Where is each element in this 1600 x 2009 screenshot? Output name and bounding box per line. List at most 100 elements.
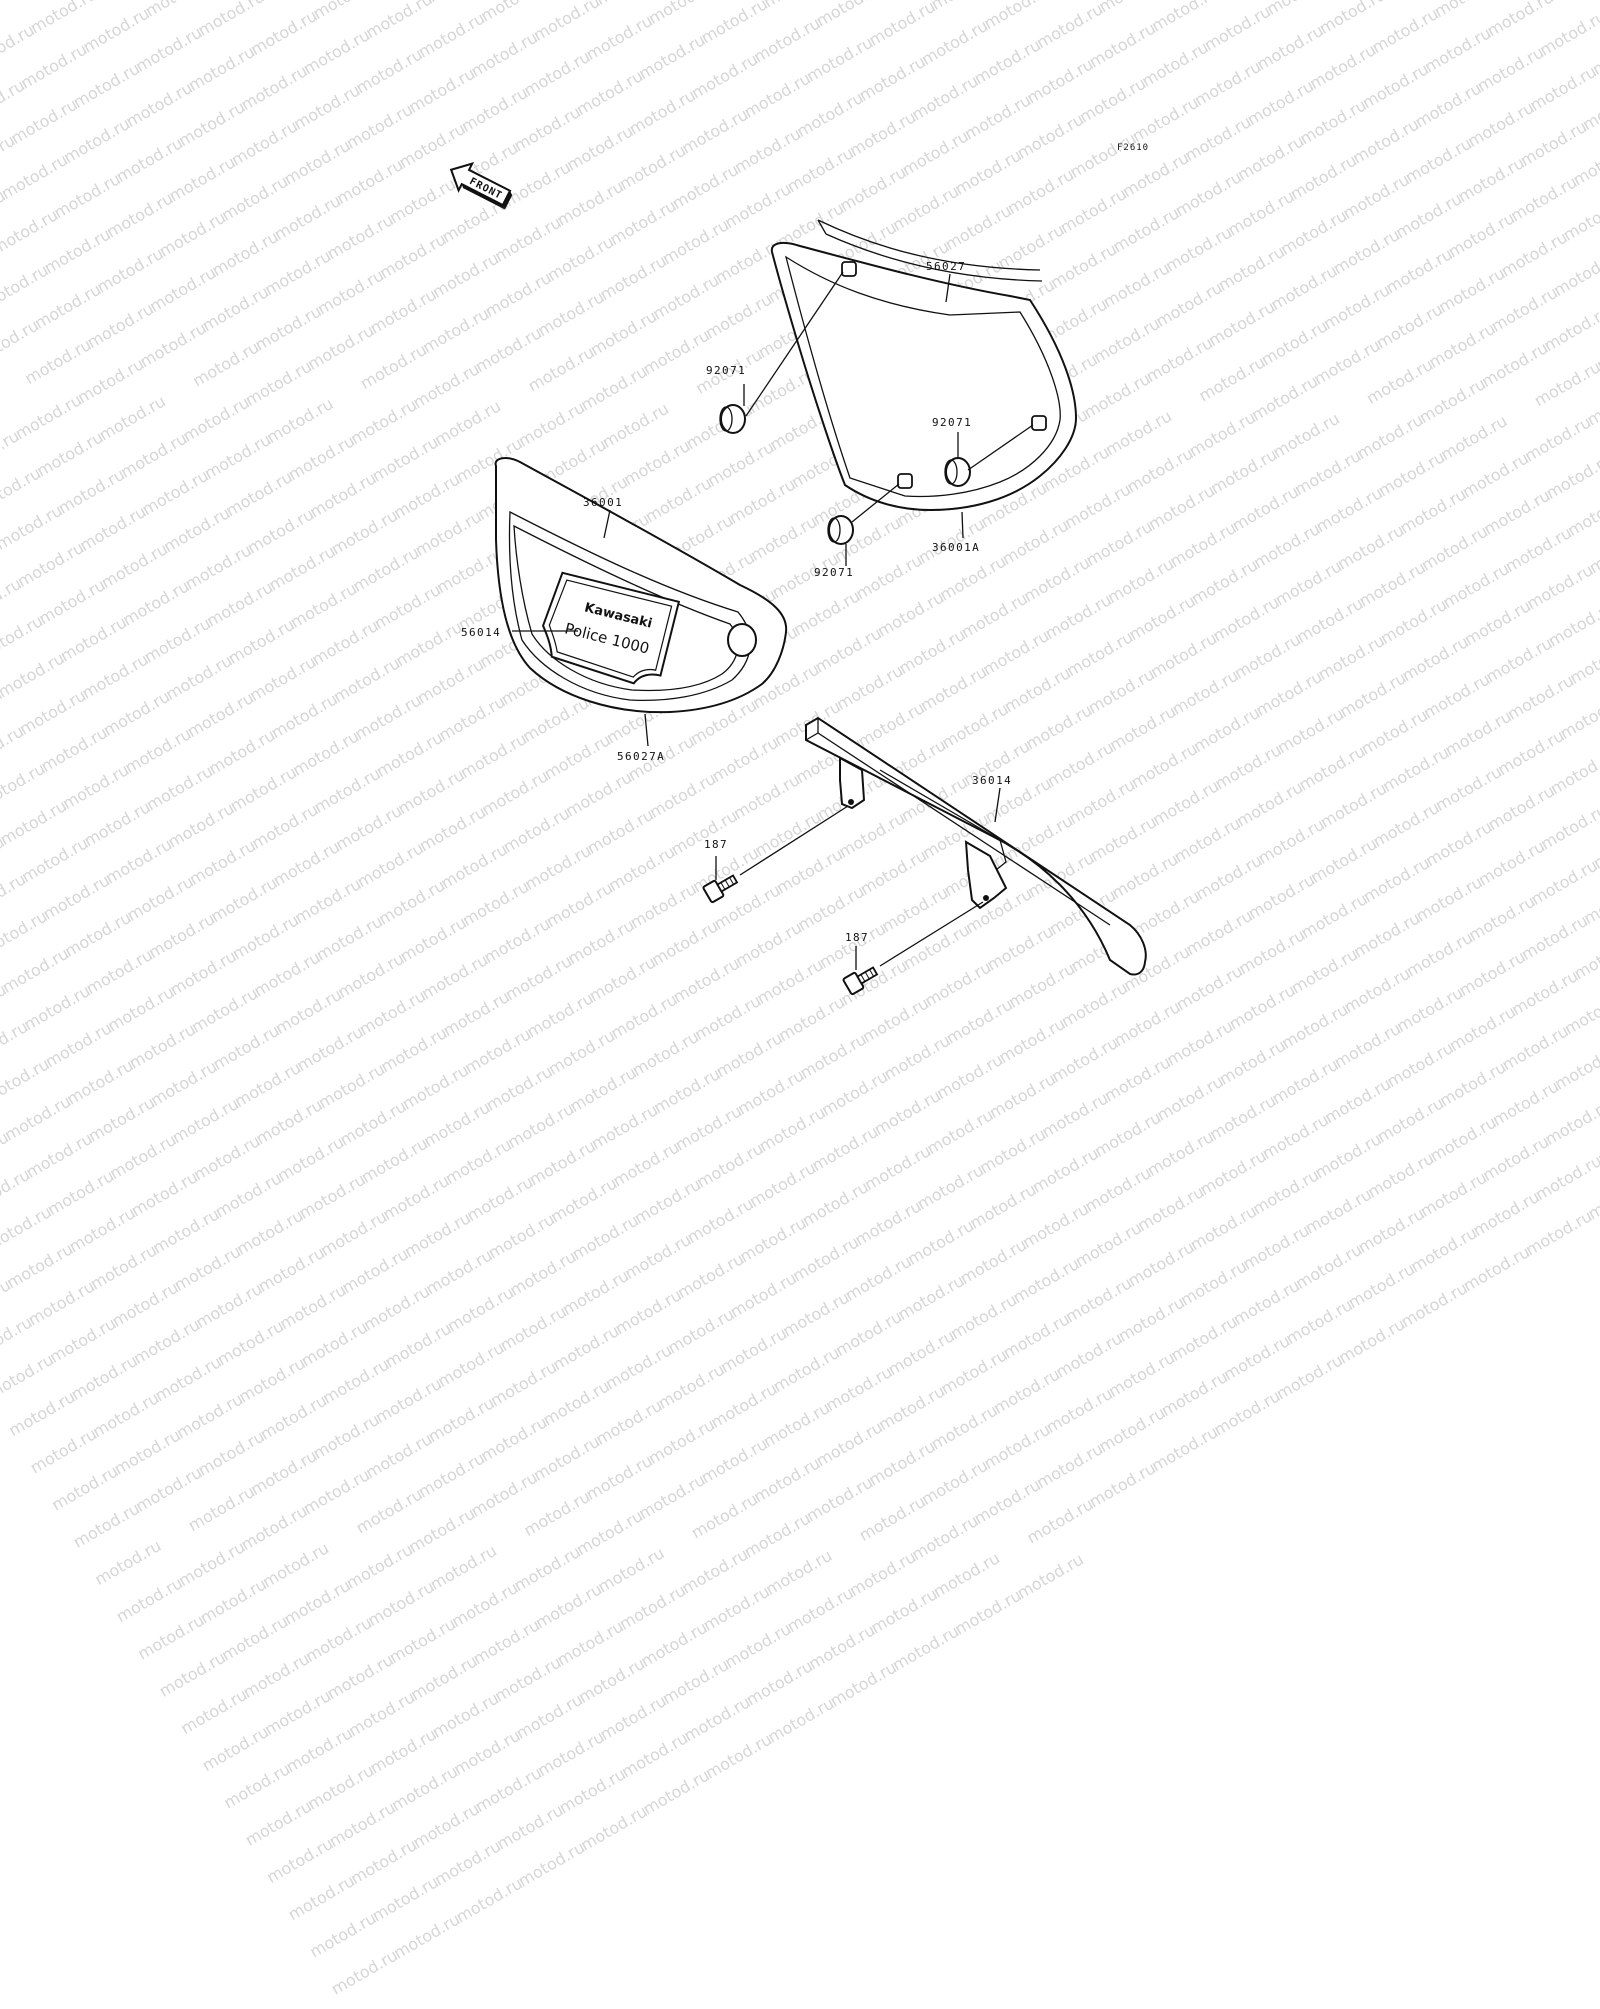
grommet-post-2 [1032,416,1046,430]
watermark-text: motod.ru [167,1380,251,1453]
watermark-text: motod.ru [951,1225,1035,1298]
watermark-text: motod.ru [674,1683,758,1756]
watermark-text: motod.ru [1454,1233,1538,1306]
watermark-text: motod.ru [208,1307,292,1380]
callout-92071-c: 92071 [814,566,854,579]
watermark-text: motod.ru [754,1388,838,1461]
watermark-text: motod.ru [965,1465,1049,1538]
watermark-text: motod.ru [444,1716,528,1789]
callout-92071-a: 92071 [706,364,746,377]
watermark-text: motod.ru [356,1419,440,1492]
watermark-text: motod.ru [0,1340,62,1413]
watermark-text: motod.ru [571,1792,655,1865]
watermark-text: motod.ru [255,1676,339,1749]
watermark-text: motod.ru [1267,1341,1351,1414]
watermark-text: motod.ru [179,1472,263,1545]
watermark-text: motod.ru [783,1223,867,1296]
callout-36001: 36001 [583,496,623,509]
watermark-text: motod.ru [543,1311,627,1384]
watermark-text: motod.ru [358,1567,442,1640]
watermark-text: motod.ru [270,1271,354,1344]
watermark-text: motod.ru [859,1427,943,1500]
watermark-text: motod.ru [912,1446,996,1519]
watermark-text: motod.ru [615,1220,699,1293]
watermark-text: motod.ru [534,1367,618,1440]
callout-92071-b: 92071 [932,416,972,429]
watermark-text: motod.ru [1401,1213,1485,1286]
watermark-text: motod.ru [902,1501,986,1574]
watermark-text: motod.ru [1349,1194,1433,1267]
watermark-text: motod.ru [737,1647,821,1720]
watermark-text: motod.ru [974,1410,1058,1483]
watermark-text: motod.ru [425,1827,509,1900]
watermark-text: motod.ru [653,1645,737,1718]
watermark-text: motod.ru [682,1480,766,1553]
watermark-text: motod.ru [1080,1449,1164,1522]
watermark-text: motod.ru [481,1347,565,1420]
watermark-text: motod.ru [42,1452,126,1525]
watermark-text: motod.ru [421,1531,505,1604]
watermark-text: motod.ru [922,1391,1006,1464]
leader-36014 [995,788,1000,822]
watermark-text: motod.ru [694,1572,778,1645]
watermark-text: motod.ru [428,1328,512,1401]
watermark-text: motod.ru [171,1675,255,1748]
watermark-text: motod.ru [186,1269,270,1342]
grommet-92071-a [720,405,745,433]
watermark-text: motod.ru [1277,1285,1361,1358]
watermark-text: motod.ru [232,1491,316,1564]
grommet-92071-c [828,516,853,544]
watermark-text: motod.ru [462,1458,546,1531]
watermark-text: motod.ru [526,1570,610,1643]
watermark-text: motod.ru [234,1639,318,1712]
watermark-offset [148,1508,201,1563]
watermark-text: motod.ru [1339,1249,1423,1322]
watermark-text: motod.ru [505,1532,589,1605]
watermark-text: motod.ru [146,1343,230,1416]
watermark-text: motod.ru [610,1571,694,1644]
watermark-text: motod.ru [257,1824,341,1897]
watermark-text: motod.ru [304,1400,388,1473]
watermark-text: motod.ru [807,1408,891,1481]
watermark-text: motod.ru [816,1352,900,1425]
watermark-text: motod.ru [524,1422,608,1495]
watermark-offset [819,1518,872,1573]
leader-56027A [645,714,648,746]
watermark-text: motod.ru [253,1529,337,1602]
watermark-text: motod.ru [701,1369,785,1442]
watermark-text: motod.ru [191,1565,275,1638]
watermark-text: motod.ru [567,1496,651,1569]
watermark-text: motod.ru [485,1643,569,1716]
watermark-text: motod.ru [491,1292,575,1365]
watermark-text: motod.ru [229,1344,313,1417]
cover-grommet-hole [728,624,756,656]
watermark-text: motod.ru [1152,1357,1236,1430]
watermark-text: motod.ru [1171,1247,1255,1320]
watermark-text: motod.ru [251,1381,335,1454]
watermark-text: motod.ru [821,1648,905,1721]
watermark-text: motod.ru [797,1463,881,1536]
watermark-text: motod.ru [105,1416,189,1489]
watermark-text: motod.ru [1089,1393,1173,1466]
watermark-text: motod.ru [318,1640,402,1713]
watermark-text: motod.ru [124,1305,208,1378]
watermark-text: motod.ru [376,1309,460,1382]
watermark-text: motod.ru [395,1199,479,1272]
watermark-text: motod.ru [1214,1321,1298,1394]
watermark-text: motod.ru [550,1755,634,1828]
watermark-text: motod.ru [744,1444,828,1517]
watermark-text: motod.ru [298,1751,382,1824]
watermark-text: motod.ru [778,1573,862,1646]
watermark-text: motod.ru [1142,1413,1226,1486]
bracket-hole-1 [848,799,854,805]
watermark-text: motod.ru [840,1537,924,1610]
watermark-text: motod.ru [313,1345,397,1418]
watermark-text: motod.ru [40,1304,124,1377]
watermark-text: motod.ru [799,1611,883,1684]
watermark-text: motod.ru [347,1475,431,1548]
watermark-text: motod.ru [212,1602,296,1675]
watermark-text: motod.ru [1027,1429,1111,1502]
watermark-text: motod.ru [150,1638,234,1711]
figure-code: F2610 [1117,143,1149,153]
